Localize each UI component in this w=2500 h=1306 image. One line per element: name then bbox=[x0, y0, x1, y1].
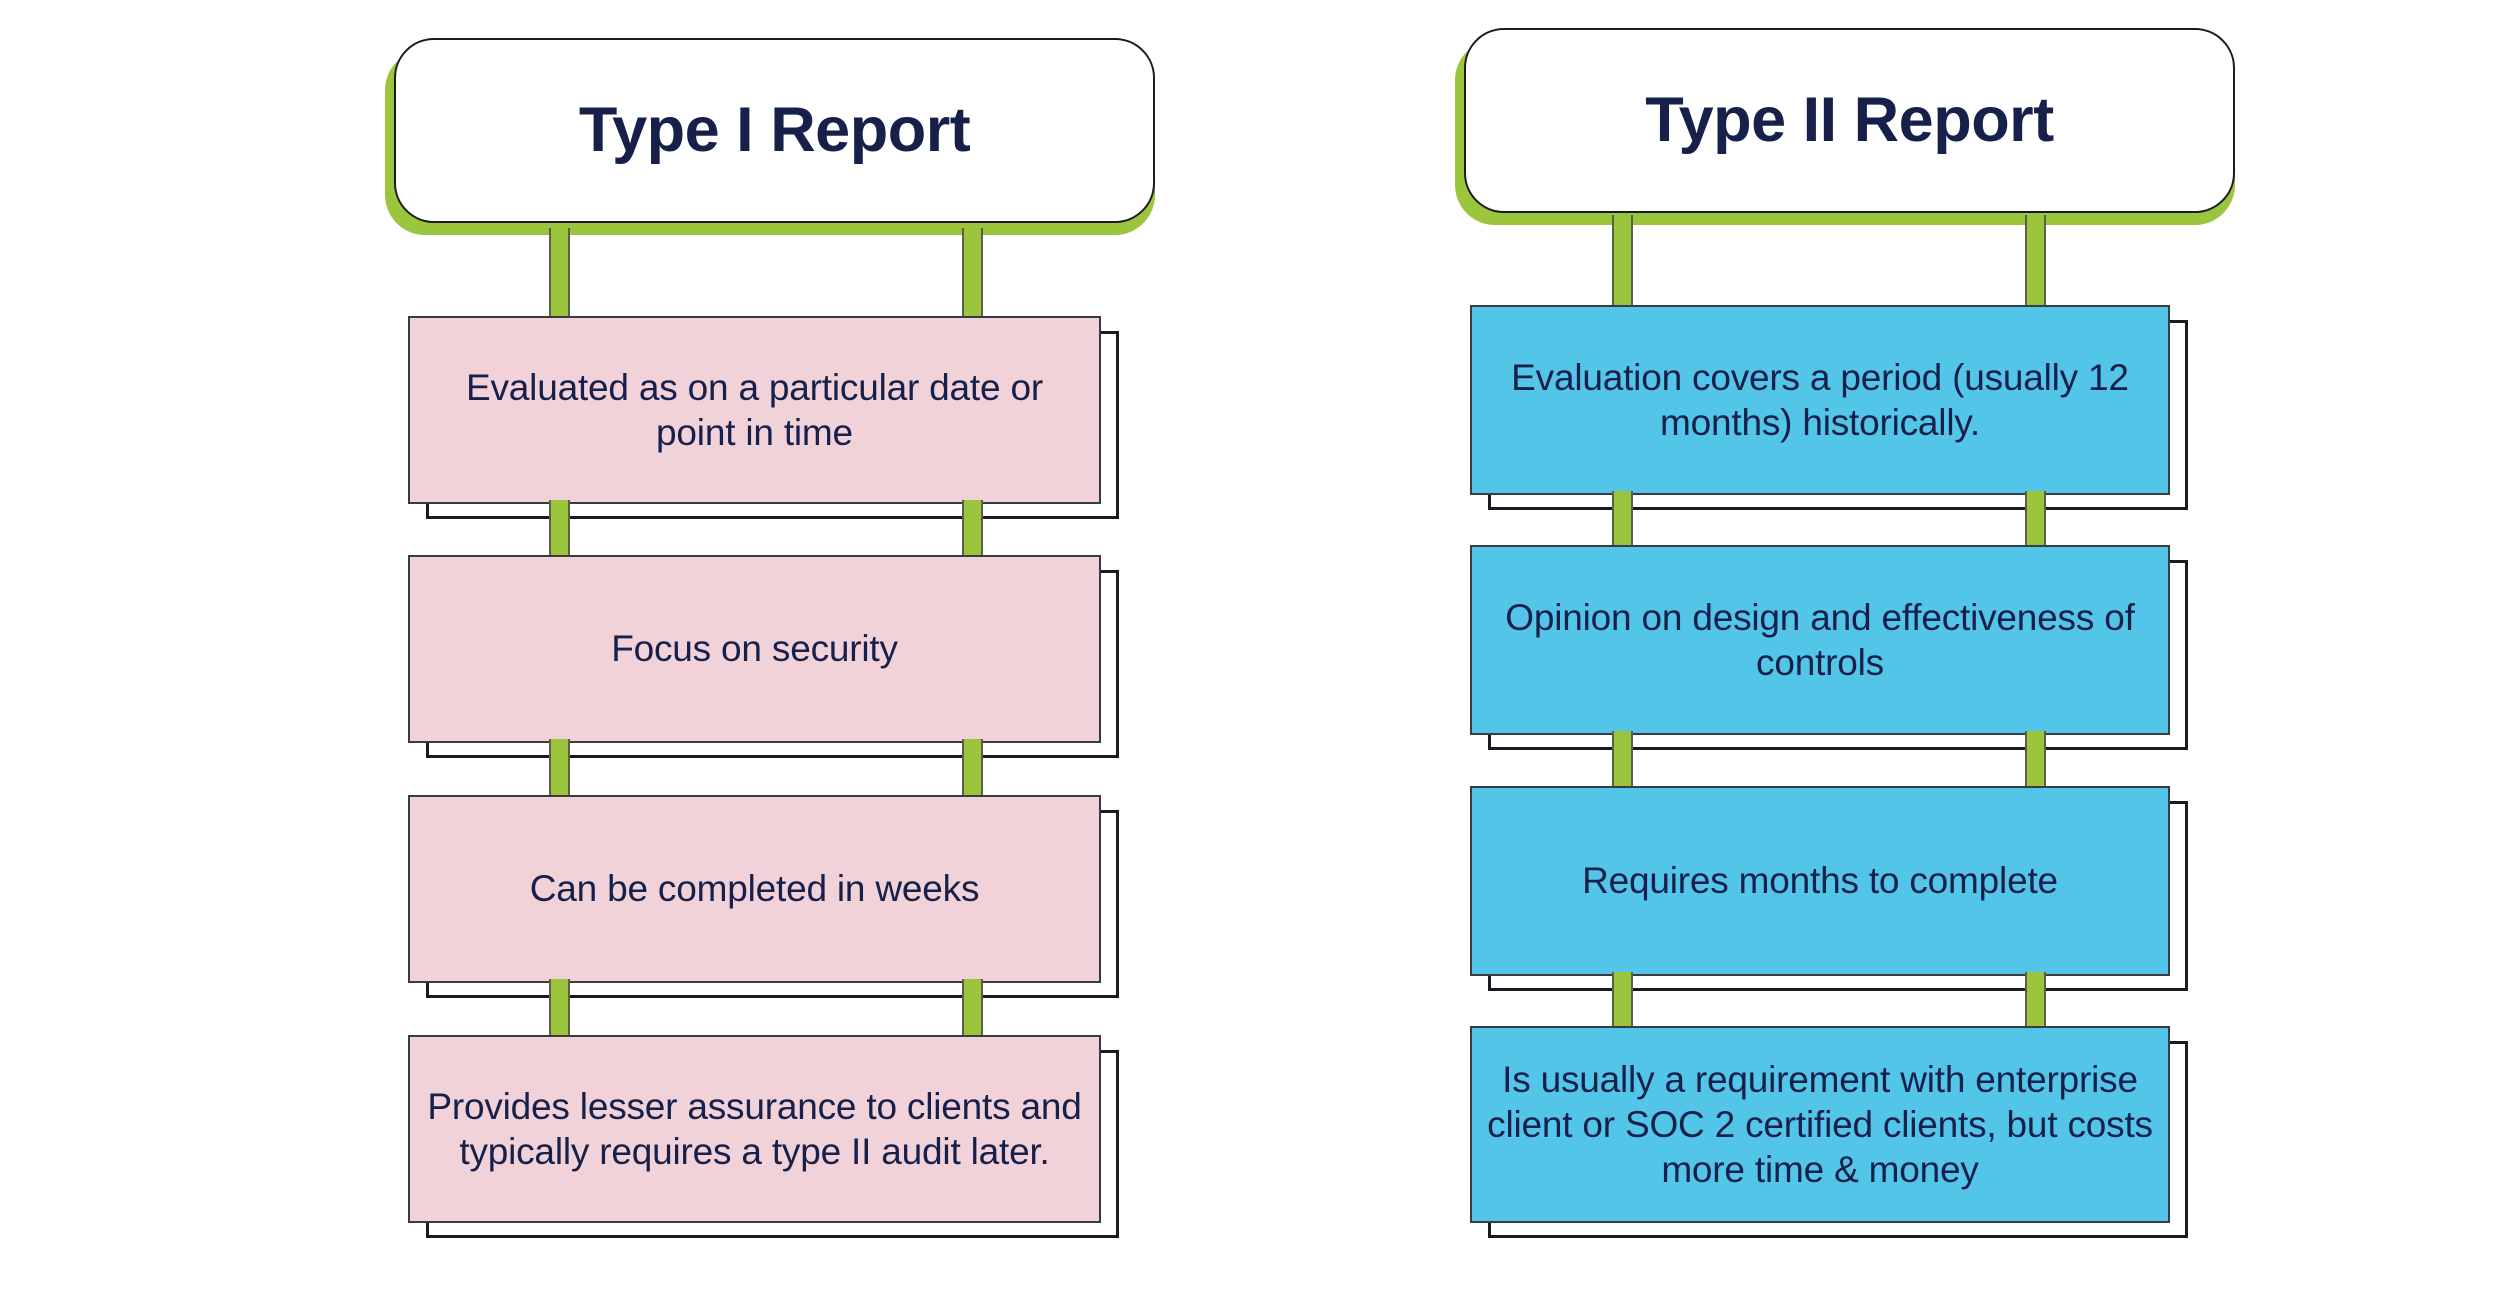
column-title: Type I Report bbox=[578, 95, 971, 166]
item-face[interactable]: Evaluation covers a period (usually 12 m… bbox=[1470, 305, 2170, 495]
item-text: Opinion on design and effectiveness of c… bbox=[1505, 596, 2135, 683]
connector-stem bbox=[2025, 215, 2046, 310]
connector-stem bbox=[549, 979, 570, 1039]
header-card-face[interactable]: Type I Report bbox=[394, 38, 1155, 223]
column-type-1: Type I Report Evaluated as on a particul… bbox=[370, 0, 1160, 1306]
list-item[interactable]: Requires months to complete bbox=[1470, 786, 2188, 991]
connector-stem bbox=[2025, 972, 2046, 1032]
connector-stem bbox=[2025, 731, 2046, 791]
list-item[interactable]: Opinion on design and effectiveness of c… bbox=[1470, 545, 2188, 750]
item-text: Can be completed in weeks bbox=[529, 868, 980, 910]
list-item[interactable]: Provides lesser assurance to clients and… bbox=[408, 1035, 1119, 1238]
item-text: Focus on security bbox=[611, 628, 898, 670]
item-face[interactable]: Is usually a requirement with enterprise… bbox=[1470, 1026, 2170, 1223]
list-item[interactable]: Is usually a requirement with enterprise… bbox=[1470, 1026, 2188, 1238]
item-face[interactable]: Requires months to complete bbox=[1470, 786, 2170, 976]
list-item[interactable]: Can be completed in weeks bbox=[408, 795, 1119, 998]
connector-stem bbox=[2025, 491, 2046, 551]
item-face[interactable]: Opinion on design and effectiveness of c… bbox=[1470, 545, 2170, 735]
item-text: Requires months to complete bbox=[1582, 860, 2058, 902]
column-title: Type II Report bbox=[1645, 85, 2054, 156]
item-text: Evaluation covers a period (usually 12 m… bbox=[1511, 356, 2129, 443]
connector-stem bbox=[549, 228, 570, 318]
item-face[interactable]: Focus on security bbox=[408, 555, 1101, 743]
item-face[interactable]: Can be completed in weeks bbox=[408, 795, 1101, 983]
item-text: Provides lesser assurance to clients and… bbox=[427, 1085, 1082, 1172]
connector-stem bbox=[549, 739, 570, 799]
connector-stem bbox=[962, 739, 983, 799]
item-face[interactable]: Provides lesser assurance to clients and… bbox=[408, 1035, 1101, 1223]
list-item[interactable]: Evaluated as on a particular date or poi… bbox=[408, 316, 1119, 519]
header-card-type-2[interactable]: Type II Report bbox=[1455, 28, 2235, 233]
header-card-face[interactable]: Type II Report bbox=[1464, 28, 2235, 213]
connector-stem bbox=[1612, 972, 1633, 1032]
header-card-type-1[interactable]: Type I Report bbox=[385, 38, 1155, 248]
list-item[interactable]: Evaluation covers a period (usually 12 m… bbox=[1470, 305, 2188, 510]
connector-stem bbox=[962, 979, 983, 1039]
connector-stem bbox=[962, 500, 983, 560]
connector-stem bbox=[1612, 215, 1633, 310]
item-text: Is usually a requirement with enterprise… bbox=[1487, 1058, 2153, 1191]
connector-stem bbox=[1612, 491, 1633, 551]
item-face[interactable]: Evaluated as on a particular date or poi… bbox=[408, 316, 1101, 504]
connector-stem bbox=[549, 500, 570, 560]
connector-stem bbox=[962, 228, 983, 318]
item-text: Evaluated as on a particular date or poi… bbox=[466, 366, 1043, 453]
column-type-2: Type II Report Evaluation covers a perio… bbox=[1440, 0, 2240, 1306]
list-item[interactable]: Focus on security bbox=[408, 555, 1119, 758]
connector-stem bbox=[1612, 731, 1633, 791]
